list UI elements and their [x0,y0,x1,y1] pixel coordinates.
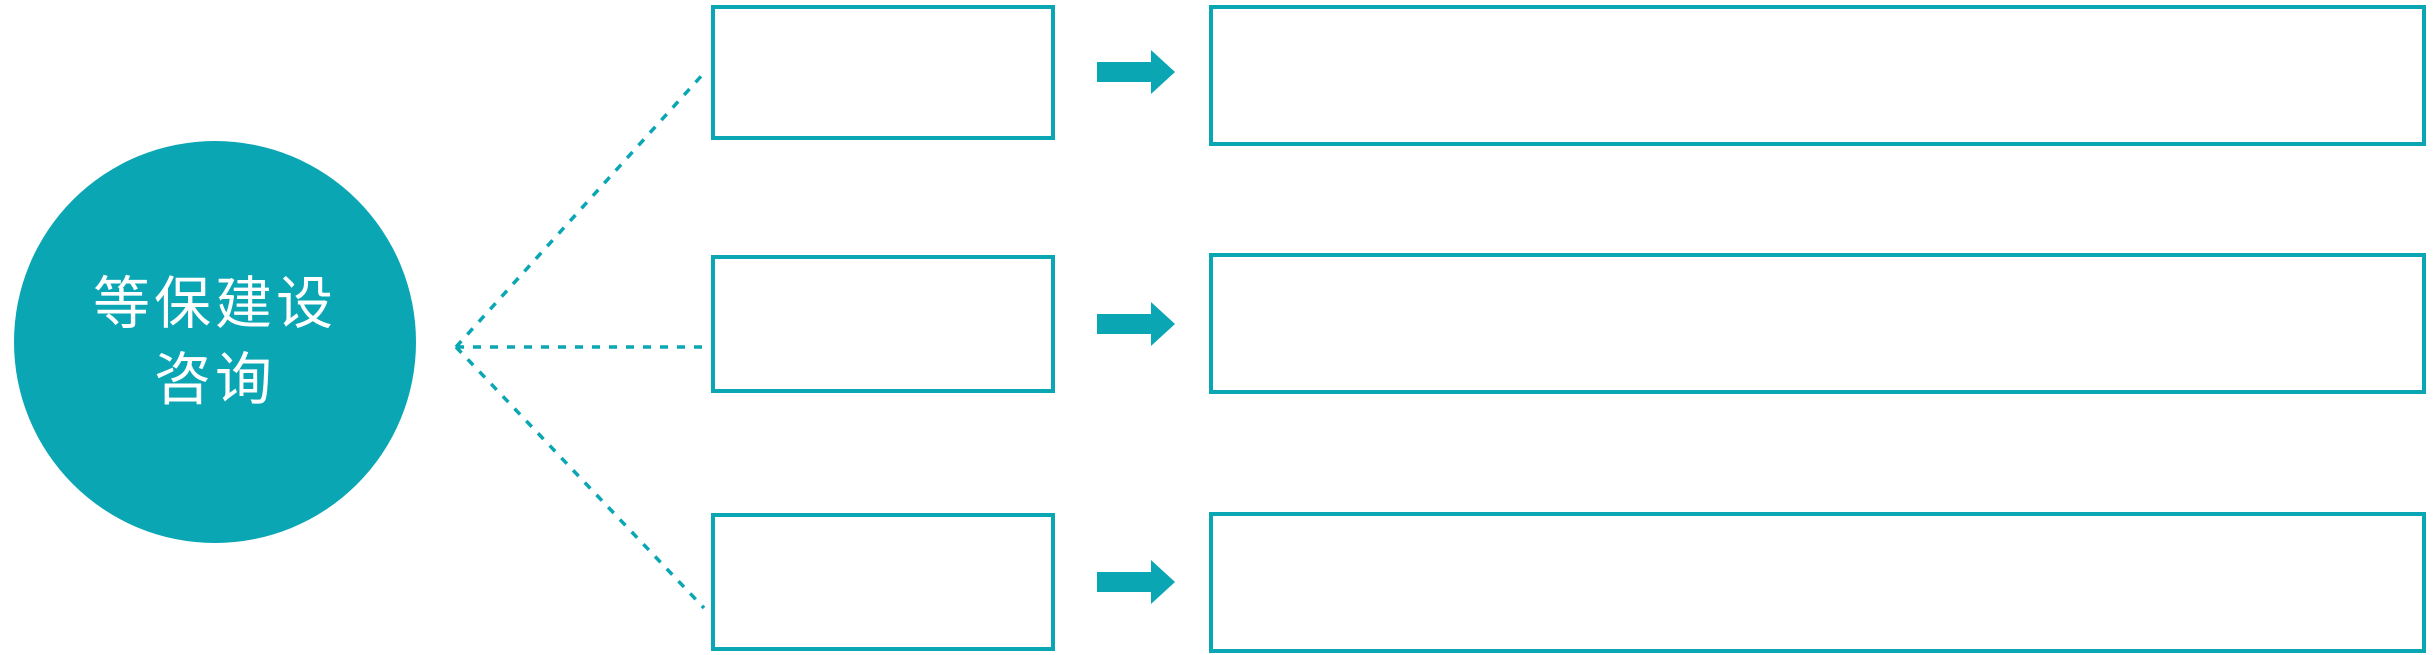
small-box-row2 [711,255,1055,393]
root-circle-label-line1: 等保建设 [93,272,337,336]
right-arrow-icon [1097,50,1175,94]
small-box-row1-text [715,9,1051,136]
small-box-row1 [711,5,1055,140]
root-circle-node: 等保建设 咨询 [14,141,416,543]
small-box-row2-text [715,259,1051,389]
large-box-row3 [1209,512,2426,653]
right-arrow-icon [1097,302,1175,346]
small-box-row3 [711,513,1055,651]
large-box-row2 [1209,253,2426,394]
connector-line-bottom [454,345,706,610]
large-box-row1 [1209,5,2426,146]
root-circle-label-line2: 咨询 [154,348,276,412]
right-arrow-icon [1097,560,1175,604]
small-box-row3-text [715,517,1051,647]
large-box-row2-text [1213,257,2422,390]
large-box-row1-text [1213,9,2422,142]
large-box-row3-text [1213,516,2422,649]
connector-line-top [454,71,706,349]
